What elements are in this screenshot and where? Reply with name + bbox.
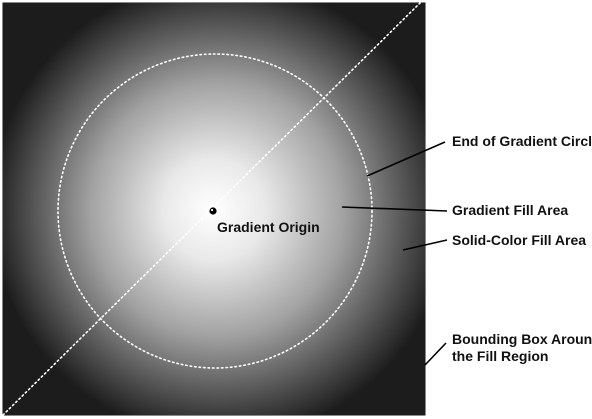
- leader-fill-area: [341, 206, 448, 212]
- label-bounding-box-line2: the Fill Region: [452, 348, 548, 364]
- gradient-end-circle: [57, 53, 373, 369]
- label-solid-area: Solid-Color Fill Area: [452, 232, 586, 248]
- label-fill-area: Gradient Fill Area: [452, 202, 568, 218]
- gradient-origin-highlight: [210, 208, 214, 212]
- leader-end-circle: [366, 141, 446, 177]
- label-end-circle: End of Gradient Circle: [452, 133, 592, 149]
- label-origin: Gradient Origin: [217, 219, 320, 235]
- gradient-origin-dot: [209, 207, 217, 215]
- leader-bounding-box: [424, 342, 447, 366]
- leader-solid-area: [402, 239, 448, 251]
- label-bounding-box-line1: Bounding Box Around: [452, 331, 592, 347]
